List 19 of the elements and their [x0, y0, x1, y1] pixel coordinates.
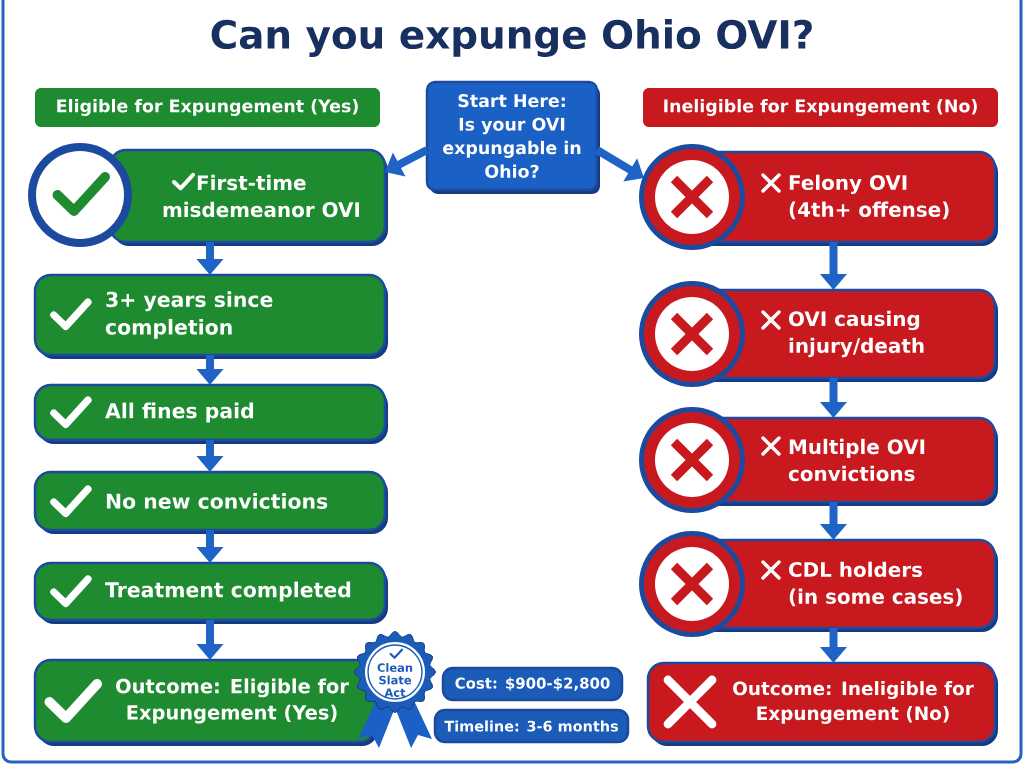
header-banner: Eligible for Expungement (Yes)	[35, 88, 380, 127]
info-box: Timeline: 3-6 months	[433, 708, 630, 744]
start-box: Start Here: Is your OVI expungable in Ohio?	[425, 80, 600, 194]
process-box: 3+ years since completion	[33, 273, 388, 359]
arrow	[385, 146, 429, 177]
header-banner: Ineligible for Expungement (No)	[643, 88, 998, 127]
info-box: Cost: $900-$2,800	[441, 666, 624, 702]
rosette-badge: Clean Slate Act	[353, 630, 437, 748]
process-box: No new convictions	[33, 470, 388, 534]
outcome-box: Outcome: Eligible for Expungement (Yes)	[33, 658, 378, 746]
process-box: CDL holders (in some cases)	[639, 531, 998, 637]
outcome-box: Outcome: Ineligible for Expungement (No)	[646, 661, 998, 746]
title: Can you expunge Ohio OVI?	[211, 19, 812, 57]
process-box: First-time misdemeanor OVI	[28, 143, 388, 247]
process-box: Treatment completed	[33, 561, 388, 624]
process-box: Multiple OVI convictions	[639, 407, 998, 513]
process-box: All fines paid	[33, 383, 388, 444]
process-box: OVI causing injury/death	[639, 281, 998, 387]
process-box: Felony OVI (4th+ offense)	[639, 144, 998, 250]
